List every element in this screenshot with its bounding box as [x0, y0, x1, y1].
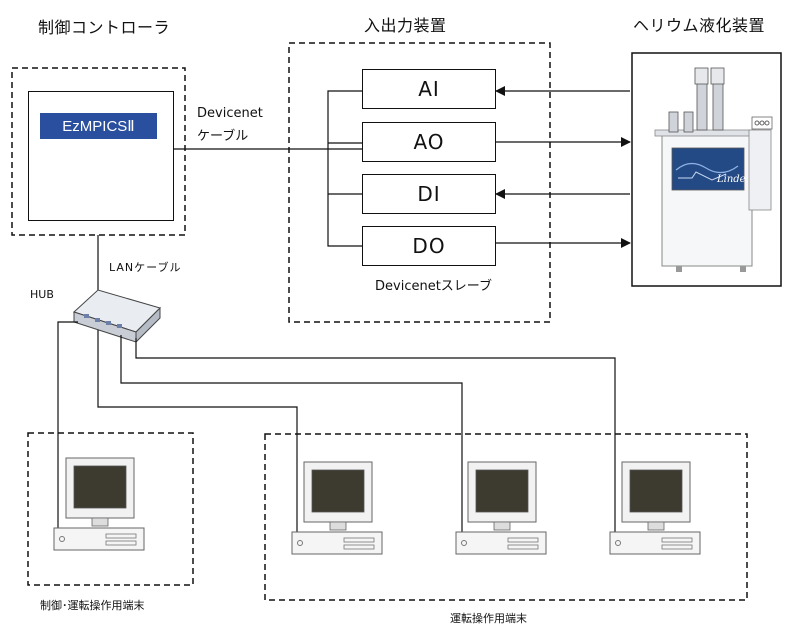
lan-to-terminal-1 — [97, 330, 298, 542]
io-device-title: 入出力装置 — [364, 16, 447, 35]
control-terminal-dashed-frame — [27, 432, 194, 586]
hub-device — [73, 289, 161, 344]
helium-liquefier-device — [631, 52, 782, 287]
computer-icon-operation-3 — [609, 461, 701, 555]
lan-cable-label: LANケーブル — [109, 261, 182, 274]
controller-box — [28, 91, 174, 221]
computer-icon-operation-1 — [291, 461, 383, 555]
helium-brand-logo: Linde — [717, 174, 746, 185]
io-module-ao: AO — [362, 122, 496, 162]
lan-to-terminal-2 — [120, 335, 463, 542]
operation-terminal-label: 運転操作用端末 — [450, 612, 527, 625]
io-module-di: DI — [362, 174, 496, 214]
devicenet-cable-label-line1: Devicenet — [197, 106, 263, 121]
controller-title: 制御コントローラ — [38, 18, 171, 37]
devicenet-cable-label-line2: ケーブル — [197, 129, 249, 144]
lan-to-terminal-3 — [135, 338, 616, 542]
controller-product-badge: EzMPICSⅡ — [40, 113, 157, 139]
io-dashed-frame — [288, 42, 551, 323]
operation-terminal-dashed-frame — [264, 433, 748, 601]
io-module-ai: AI — [362, 69, 496, 109]
io-module-do: DO — [362, 226, 496, 266]
devicenet-slave-label: Devicenetスレーブ — [375, 279, 493, 294]
io-bus — [327, 90, 362, 247]
computer-icon-control — [53, 457, 145, 551]
helium-device-title: ヘリウム液化装置 — [633, 16, 766, 35]
control-terminal-label: 制御･運転操作用端末 — [40, 599, 145, 612]
lan-to-control-terminal — [57, 321, 78, 537]
hub-label: HUB — [30, 288, 54, 301]
computer-icon-operation-2 — [455, 461, 547, 555]
